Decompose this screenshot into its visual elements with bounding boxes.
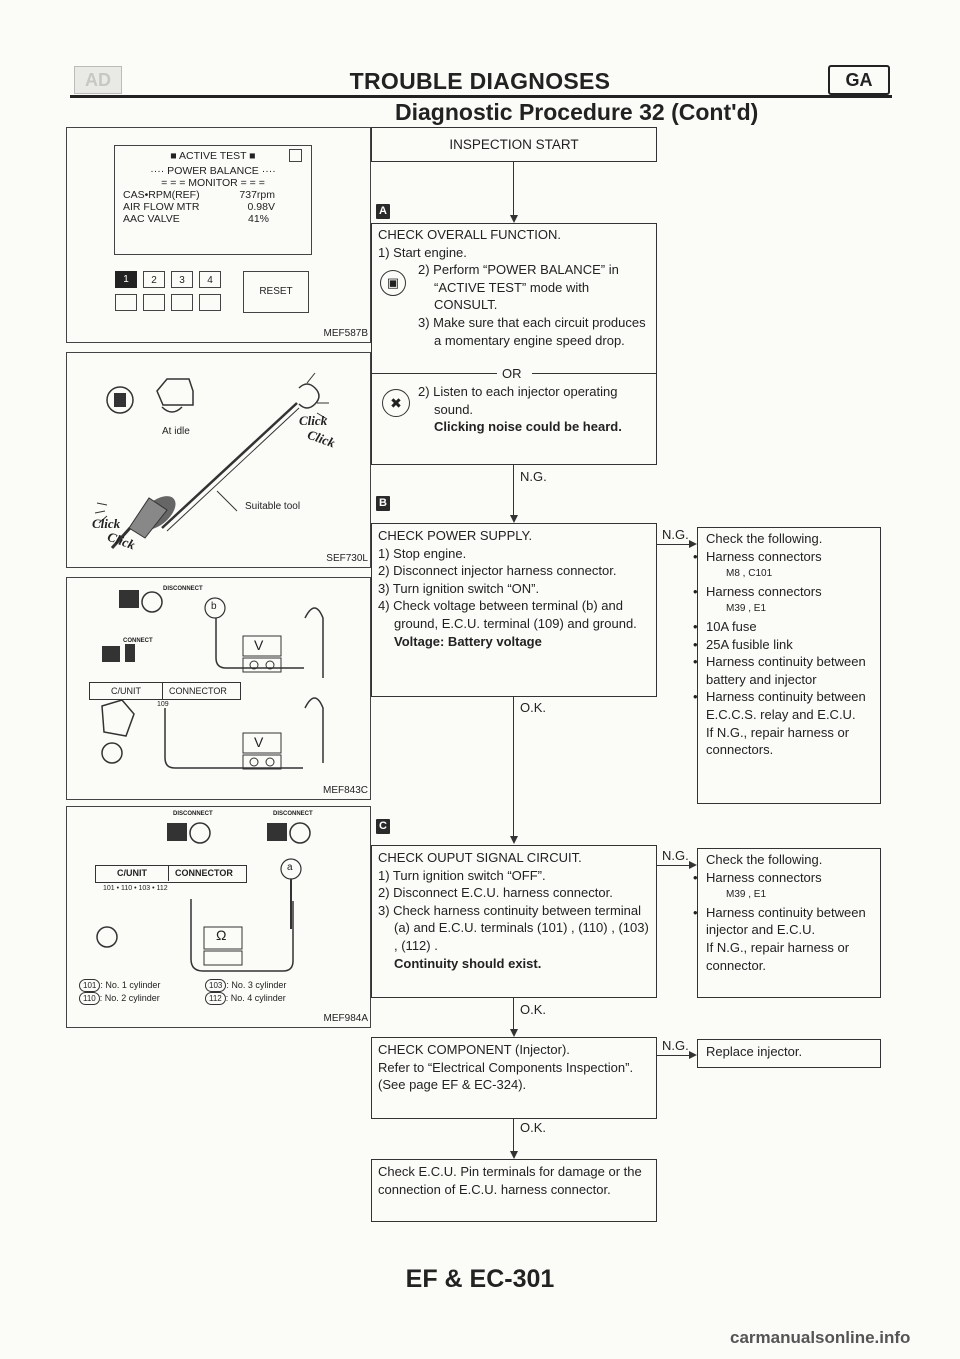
final-check-box: Check E.C.U. Pin terminals for damage or… bbox=[371, 1159, 657, 1222]
voltage-check-sketch bbox=[101, 590, 324, 770]
flow-arrow bbox=[510, 1151, 518, 1159]
screen-row: CAS•RPM(REF)737rpm bbox=[123, 189, 275, 201]
step-text: 2) Perform “POWER BALANCE” in “ACTIVE TE… bbox=[418, 262, 619, 313]
check-following-box-1: Check the following. Harness connectors … bbox=[693, 527, 881, 804]
at-idle-label: At idle bbox=[162, 426, 190, 437]
terminal-label: a bbox=[287, 862, 293, 873]
step-letter: B bbox=[376, 496, 390, 511]
replace-injector-box: Replace injector. bbox=[697, 1039, 881, 1068]
step-text: 3) Make sure that each circuit produces … bbox=[418, 314, 646, 348]
cylinder-legend: 101: No. 1 cylinder 110: No. 2 cylinder bbox=[79, 979, 160, 1005]
disconnect-label: DISCONNECT bbox=[273, 811, 313, 817]
flow-line bbox=[657, 1055, 693, 1057]
listen-step: 2) Listen to each injector operating sou… bbox=[418, 384, 622, 435]
figure-injector-listen: At idle Click Click Click Click Suitable… bbox=[66, 352, 371, 568]
check-overall-function-box: CHECK OVERALL FUNCTION. 1) Start engine.… bbox=[371, 223, 657, 465]
key-blank bbox=[143, 294, 165, 311]
flow-arrow bbox=[510, 836, 518, 844]
click-label: Click bbox=[92, 516, 121, 531]
figure-code: MEF843C bbox=[322, 785, 368, 796]
figure-code: MEF984A bbox=[323, 1013, 368, 1024]
figure-code: MEF587B bbox=[323, 328, 368, 339]
or-label: OR bbox=[502, 366, 522, 381]
screen-line2: ···· POWER BALANCE ···· bbox=[150, 165, 276, 177]
key-2: 2 bbox=[143, 271, 165, 288]
injector-sketch bbox=[94, 372, 329, 550]
page-number: EF & EC-301 bbox=[405, 1265, 555, 1293]
check-output-signal-box: CHECK OUPUT SIGNAL CIRCUIT. 1) Turn igni… bbox=[371, 845, 657, 998]
key-reset: RESET bbox=[243, 271, 309, 313]
voltmeter-label: V bbox=[254, 734, 264, 750]
listen-icon: ✖ bbox=[382, 389, 410, 417]
connect-label: CONNECT bbox=[123, 638, 153, 644]
step-letter: A bbox=[376, 204, 390, 219]
disconnect-label: DISCONNECT bbox=[163, 586, 203, 592]
flow-line bbox=[513, 998, 515, 1030]
step-letter: C bbox=[376, 819, 390, 834]
ok-label: O.K. bbox=[520, 700, 547, 715]
figure-power-balance: ■ ACTIVE TEST ■ ···· POWER BALANCE ···· … bbox=[66, 127, 371, 343]
consult-screen: ■ ACTIVE TEST ■ ···· POWER BALANCE ···· … bbox=[114, 145, 312, 255]
pin-label: 109 bbox=[157, 701, 169, 708]
consult-icon: ▣ bbox=[380, 270, 406, 296]
step-title: CHECK OVERALL FUNCTION. bbox=[378, 227, 561, 242]
screen-title: ■ ACTIVE TEST ■ bbox=[170, 150, 256, 162]
flow-line bbox=[513, 162, 515, 217]
screen-line3: = = = MONITOR = = = bbox=[161, 177, 265, 189]
figure-code: SEF730L bbox=[326, 553, 368, 564]
header-rule bbox=[70, 95, 892, 98]
screen-checkbox bbox=[289, 149, 302, 162]
suitable-tool-label: Suitable tool bbox=[245, 501, 301, 512]
continuity-sketch bbox=[96, 822, 311, 972]
flow-line bbox=[657, 544, 693, 546]
flow-arrow bbox=[689, 861, 697, 869]
cylinder-legend: 103: No. 3 cylinder 112: No. 4 cylinder bbox=[205, 979, 286, 1005]
key-blank bbox=[199, 294, 221, 311]
ok-label: O.K. bbox=[520, 1002, 547, 1017]
key-blank bbox=[171, 294, 193, 311]
or-divider bbox=[372, 373, 497, 375]
flow-line bbox=[513, 697, 515, 838]
check-following-box-2: Check the following. Harness connectors … bbox=[693, 848, 881, 998]
flow-arrow bbox=[689, 1051, 697, 1059]
watermark: carmanualsonline.info bbox=[730, 1328, 911, 1347]
ohmmeter-label: Ω bbox=[216, 927, 227, 943]
page-title: TROUBLE DIAGNOSES bbox=[349, 68, 611, 94]
flow-arrow bbox=[510, 1029, 518, 1037]
pin-list: 101 • 110 • 103 • 112 bbox=[103, 885, 168, 892]
or-divider bbox=[532, 373, 656, 375]
check-power-supply-box: CHECK POWER SUPPLY. 1) Stop engine. 2) D… bbox=[371, 523, 657, 697]
flow-line bbox=[657, 865, 693, 867]
check-component-box: CHECK COMPONENT (Injector). Refer to “El… bbox=[371, 1037, 657, 1119]
page-subtitle: Diagnostic Procedure 32 (Cont'd) bbox=[395, 99, 759, 125]
click-label: Click bbox=[299, 413, 328, 428]
terminal-label: b bbox=[211, 601, 217, 612]
ok-label: O.K. bbox=[520, 1120, 547, 1135]
key-blank bbox=[115, 294, 137, 311]
flow-arrow bbox=[689, 540, 697, 548]
key-4: 4 bbox=[199, 271, 221, 288]
disconnect-label: DISCONNECT bbox=[173, 811, 213, 817]
ng-label: N.G. bbox=[662, 1038, 689, 1053]
section-badge: GA bbox=[828, 65, 890, 95]
section-tag: AD bbox=[74, 66, 122, 94]
voltmeter-label: V bbox=[254, 637, 264, 653]
flow-arrow bbox=[510, 215, 518, 223]
ng-label: N.G. bbox=[662, 848, 689, 863]
ng-label: N.G. bbox=[520, 469, 547, 484]
flow-line bbox=[513, 465, 515, 517]
ng-label: N.G. bbox=[662, 527, 689, 542]
flow-arrow bbox=[510, 515, 518, 523]
flow-line bbox=[513, 1119, 515, 1153]
inspection-start-box: INSPECTION START bbox=[371, 127, 657, 162]
key-1: 1 bbox=[115, 271, 137, 288]
step-text: 1) Start engine. bbox=[378, 244, 467, 260]
key-3: 3 bbox=[171, 271, 193, 288]
